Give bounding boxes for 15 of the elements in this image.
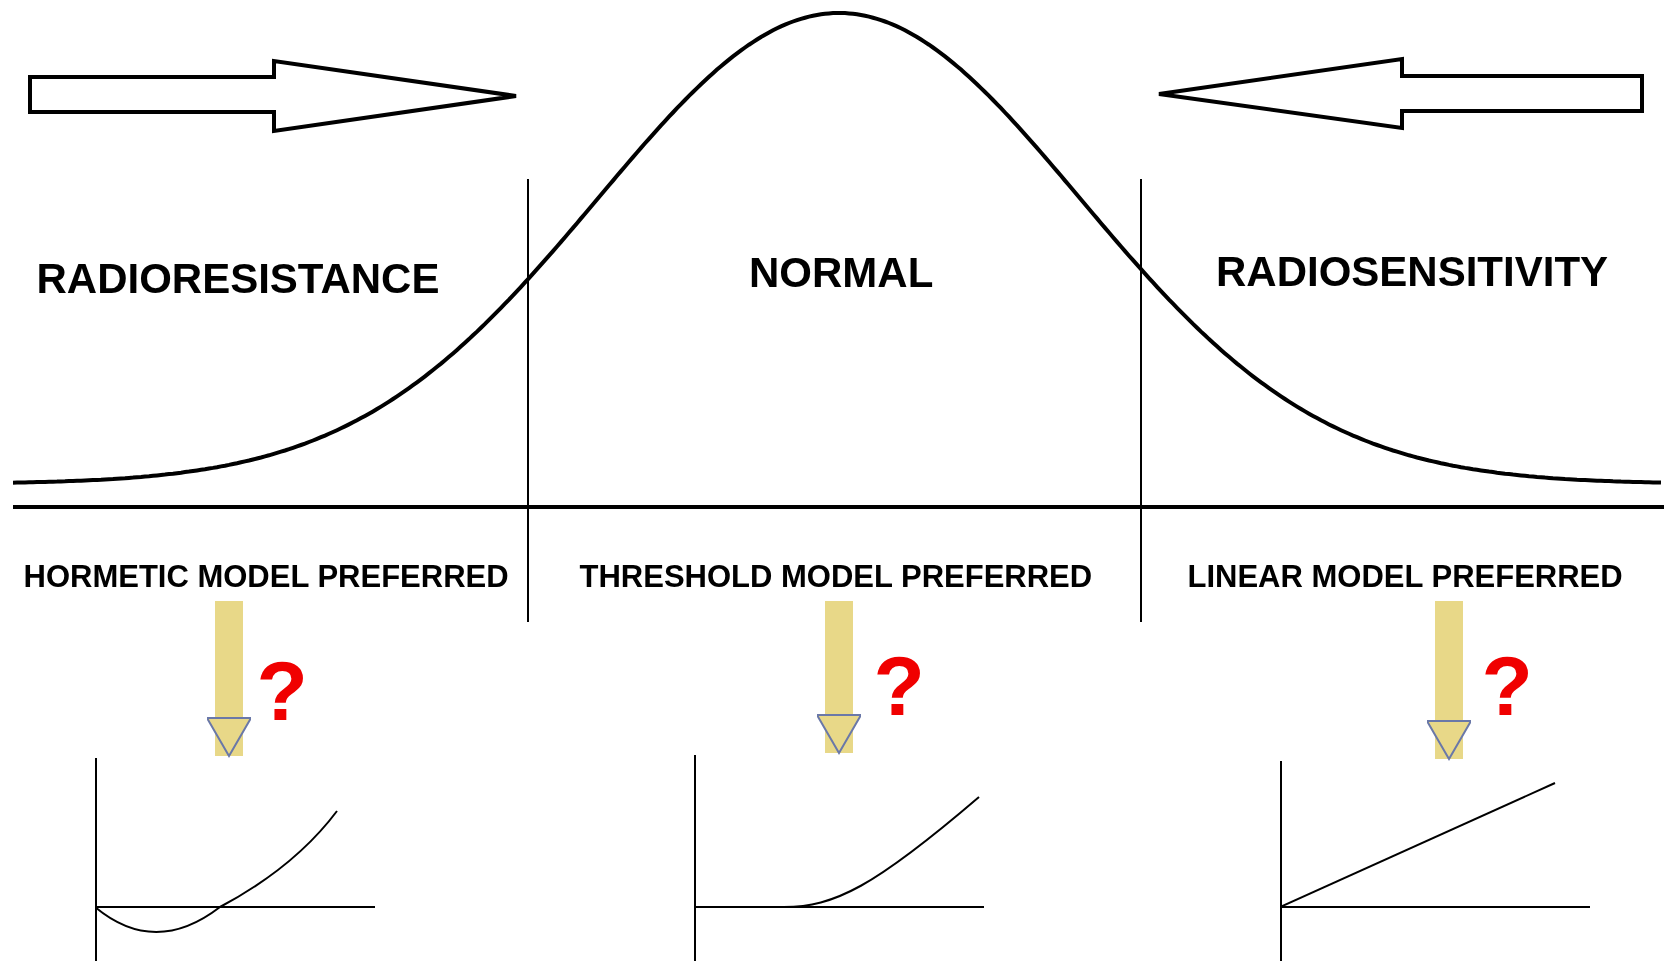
question-mark: ? (873, 644, 925, 728)
model-label: THRESHOLD MODEL PREFERRED (579, 559, 1093, 595)
dose-response-graph-drawing (694, 755, 984, 961)
question-mark: ? (256, 649, 308, 733)
model-label: LINEAR MODEL PREFERRED (1187, 559, 1623, 595)
arrow (816, 601, 862, 754)
arrow (206, 601, 252, 757)
region-label: RADIOSENSITIVITY (1216, 251, 1609, 293)
question-mark: ? (1481, 644, 1533, 728)
region-label: RADIORESISTANCE (36, 258, 440, 300)
arrow (1426, 601, 1472, 760)
model-label: HORMETIC MODEL PREFERRED (23, 559, 509, 595)
dose-response-graph-drawing (1280, 761, 1590, 961)
dose-response-graph-drawing (95, 758, 375, 961)
region-label: NORMAL (749, 252, 934, 294)
